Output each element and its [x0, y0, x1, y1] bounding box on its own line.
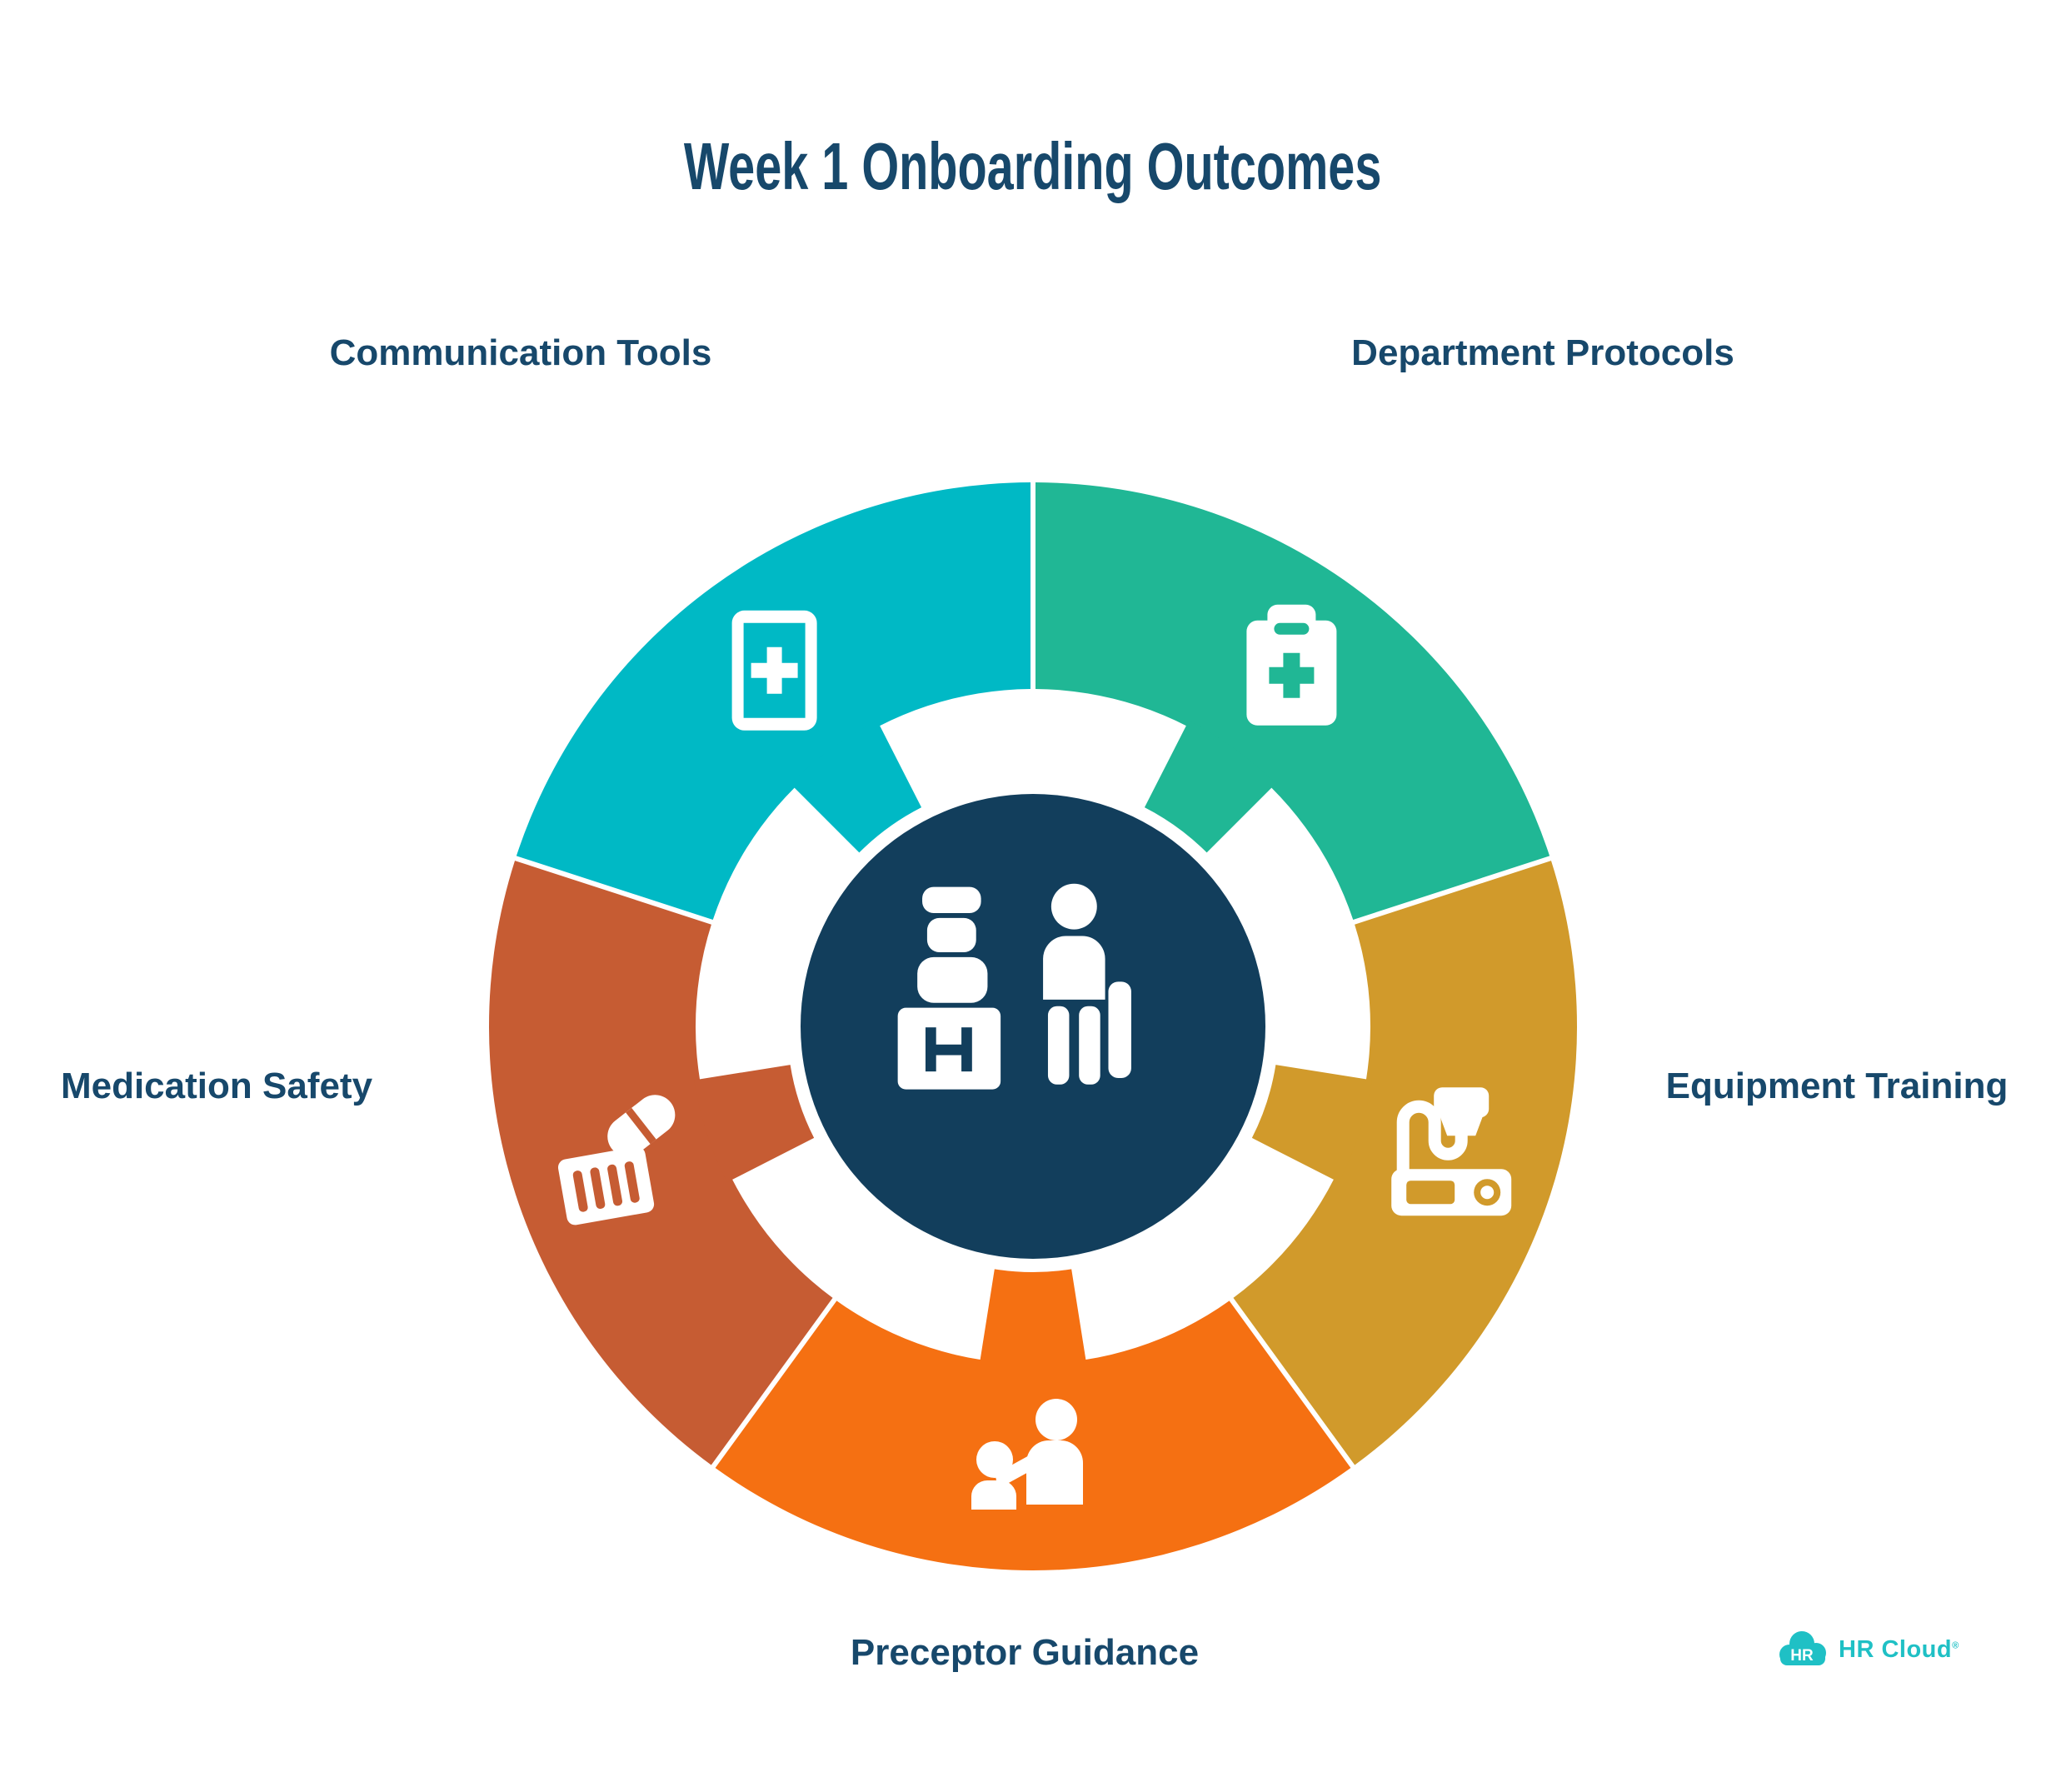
segment-medication-safety	[489, 861, 833, 1465]
medical-monitor-stethoscope-icon	[1391, 1087, 1512, 1216]
onboarding-cycle-diagram	[489, 482, 1577, 1571]
registered-mark: ®	[1952, 1640, 1959, 1650]
page-title-text: Week 1 Onboarding Outcomes	[684, 129, 1382, 203]
hospital-reception-desk-icon	[897, 883, 1131, 1090]
phone-medical-cross-icon	[731, 610, 817, 731]
hr-cloud-wordmark: HR Cloud®	[1839, 1635, 1959, 1663]
label-equipment-training: Equipment Training	[1665, 1066, 2009, 1106]
segment-preceptor-guidance	[715, 1269, 1351, 1571]
label-medication-safety: Medication Safety	[60, 1066, 373, 1106]
segment-equipment-training	[1233, 861, 1577, 1465]
label-preceptor-guidance: Preceptor Guidance	[850, 1632, 1200, 1673]
center-hub	[791, 784, 1275, 1269]
segment-communication-tools	[516, 482, 1031, 920]
label-communication-tools: Communication Tools	[329, 332, 712, 373]
clipboard-medical-cross-icon	[1246, 604, 1337, 726]
hr-badge-text: HR	[1790, 1647, 1814, 1665]
hr-cloud-icon: HR	[1779, 1631, 1826, 1665]
hr-cloud-logo: HR HR Cloud®	[1776, 1630, 1959, 1670]
segment-department-protocols	[1035, 482, 1550, 920]
mentor-with-trainee-icon	[971, 1399, 1083, 1510]
pill-and-barcode-icon	[557, 1095, 676, 1225]
page-title: Week 1 Onboarding Outcomes	[0, 133, 2066, 200]
label-department-protocols: Department Protocols	[1351, 332, 1734, 373]
